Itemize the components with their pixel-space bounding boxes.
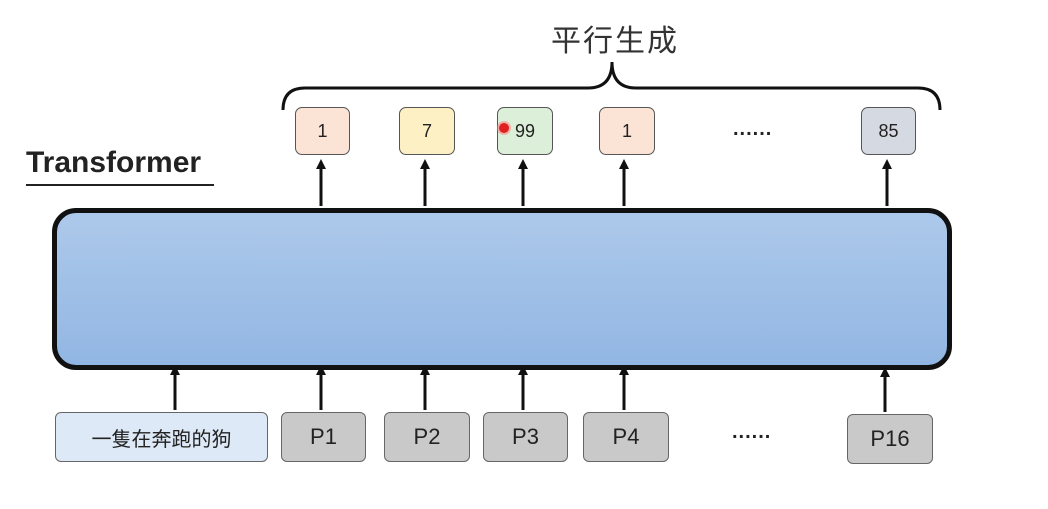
output-token: 85 xyxy=(861,107,916,155)
input-token: P4 xyxy=(583,412,669,462)
text-prompt-input: 一隻在奔跑的狗 xyxy=(55,412,268,462)
input-token: P1 xyxy=(281,412,366,462)
output-token: 1 xyxy=(295,107,350,155)
parallel-generation-title: 平行生成 xyxy=(551,25,679,58)
input-token: P3 xyxy=(483,412,568,462)
transformer-block xyxy=(52,208,952,370)
output-token: 7 xyxy=(399,107,455,155)
output-brace xyxy=(281,61,942,111)
input-ellipsis: ...... xyxy=(732,421,772,443)
input-token: P2 xyxy=(384,412,470,462)
transformer-label: Transformer xyxy=(26,146,202,179)
output-ellipsis: ...... xyxy=(733,118,773,140)
cursor-marker xyxy=(499,123,509,133)
output-token: 1 xyxy=(599,107,655,155)
transformer-label-underline xyxy=(26,184,214,186)
input-token: P16 xyxy=(847,414,933,464)
